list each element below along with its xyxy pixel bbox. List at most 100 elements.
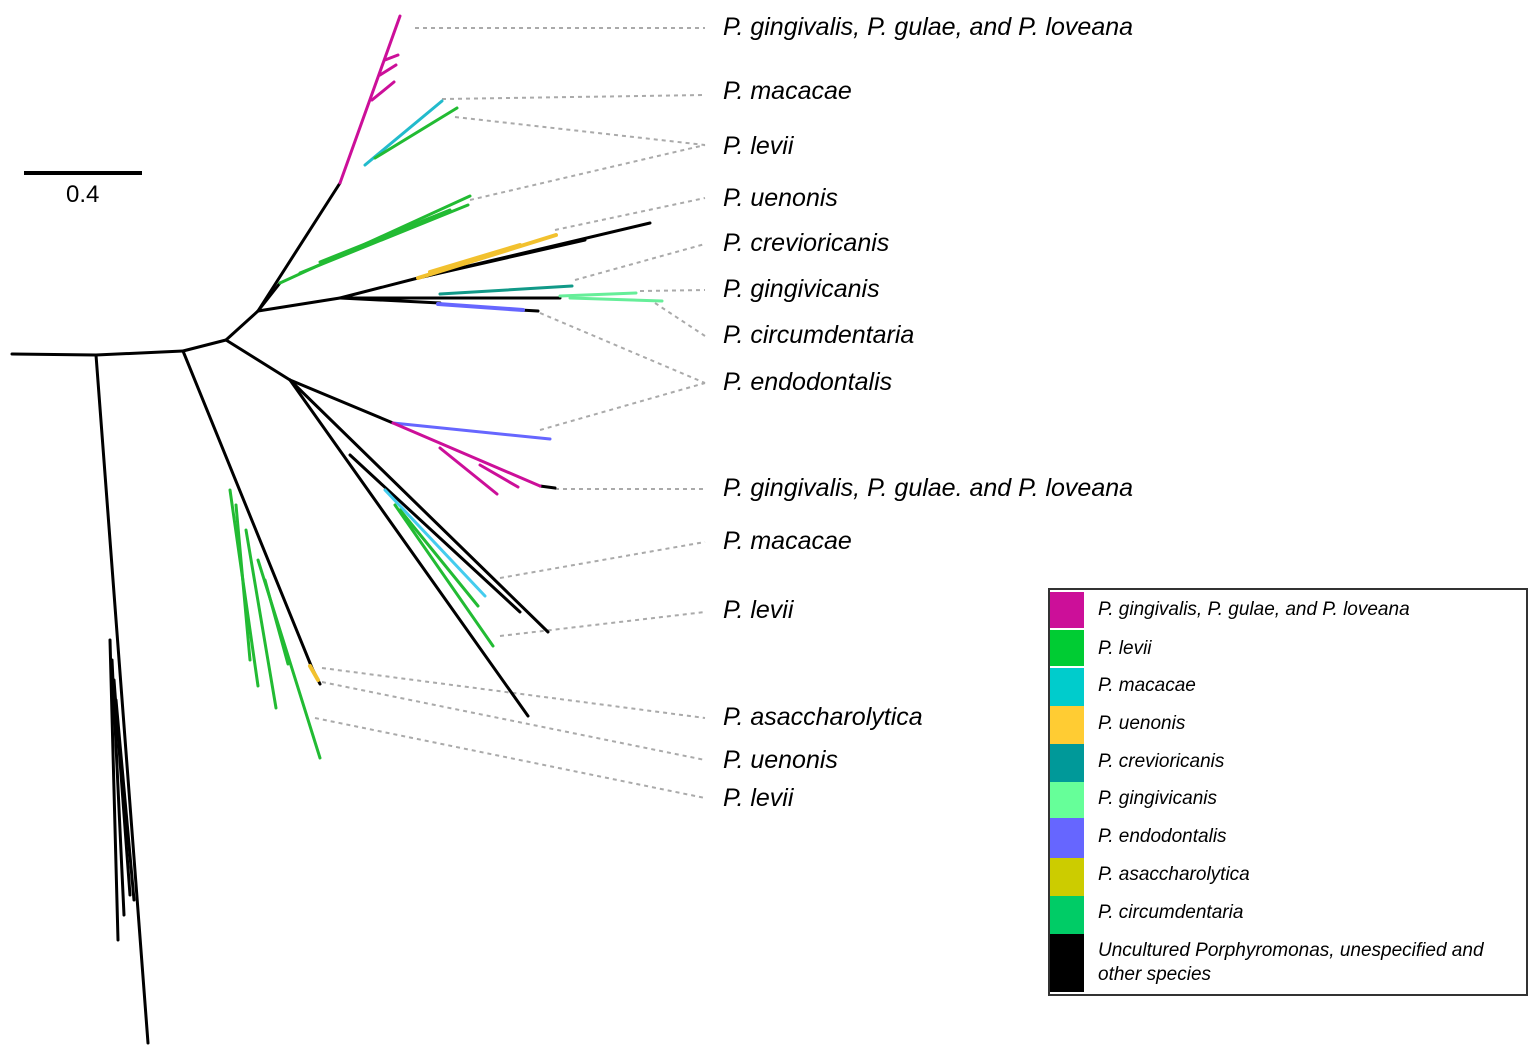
tip-label: P. gingivalis, P. gulae, and P. loveana bbox=[723, 13, 1134, 41]
leader-line bbox=[469, 144, 706, 201]
gingivicanis-clade bbox=[558, 291, 664, 303]
legend-label: P. gingivicanis bbox=[1098, 788, 1218, 809]
branch bbox=[416, 238, 587, 280]
legend-label: P. levii bbox=[1098, 638, 1152, 659]
levii-clade-bottom bbox=[393, 503, 495, 648]
endodontalis-branch-top bbox=[436, 302, 525, 312]
legend-swatch bbox=[1050, 592, 1084, 628]
branch bbox=[348, 453, 522, 614]
branch bbox=[94, 349, 185, 357]
branch bbox=[10, 352, 98, 357]
tip-label: P. uenonis bbox=[723, 746, 838, 774]
macacae-branch-top bbox=[363, 99, 444, 167]
leader-line bbox=[454, 116, 706, 146]
branch bbox=[373, 106, 459, 160]
levii-clade-top bbox=[278, 106, 472, 285]
branch bbox=[256, 281, 282, 313]
branch bbox=[558, 291, 638, 298]
leader-line bbox=[499, 541, 706, 579]
branch bbox=[383, 53, 400, 62]
leader-line bbox=[499, 611, 706, 637]
leader-lines bbox=[314, 27, 706, 799]
legend-swatch bbox=[1050, 782, 1084, 818]
legend-swatch bbox=[1050, 858, 1084, 896]
branch bbox=[234, 503, 252, 662]
branch bbox=[568, 296, 664, 303]
branch bbox=[110, 658, 126, 917]
crevioricanis-branch bbox=[438, 284, 574, 296]
backbone-branches bbox=[10, 181, 652, 1045]
branch bbox=[288, 378, 550, 634]
tip-label: P. levii bbox=[723, 784, 794, 812]
tip-label: P. circumdentaria bbox=[723, 321, 915, 349]
leader-line bbox=[321, 681, 706, 761]
branch bbox=[181, 349, 314, 670]
legend: P. gingivalis, P. gulae, and P. loveana … bbox=[1048, 588, 1528, 996]
branch bbox=[370, 80, 396, 102]
branch bbox=[288, 378, 395, 425]
branch bbox=[391, 421, 542, 488]
legend-swatch bbox=[1050, 668, 1084, 706]
legend-label: P. circumdentaria bbox=[1098, 902, 1244, 923]
gingivalis-clade-bottom bbox=[391, 421, 542, 496]
branch bbox=[298, 203, 470, 275]
leader-line bbox=[574, 243, 706, 281]
uenonis-clade-top bbox=[416, 233, 558, 280]
branch bbox=[263, 578, 290, 666]
leader-line bbox=[539, 382, 706, 431]
leader-line bbox=[441, 94, 706, 100]
endodontalis-branch-bottom bbox=[391, 421, 552, 441]
legend-label: P. uenonis bbox=[1098, 713, 1186, 734]
branch bbox=[338, 296, 442, 305]
branch bbox=[108, 638, 120, 942]
legend-label: P. gingivalis, P. gulae, and P. loveana bbox=[1098, 599, 1410, 620]
gingivalis-clade-top bbox=[338, 14, 402, 185]
branch bbox=[224, 309, 260, 342]
tip-label: P. uenonis bbox=[723, 184, 838, 212]
branch bbox=[478, 463, 520, 489]
leader-line bbox=[539, 312, 706, 384]
legend-swatch bbox=[1050, 744, 1084, 782]
tip-label: P. macacae bbox=[723, 527, 852, 555]
leader-line bbox=[314, 717, 706, 799]
branch bbox=[338, 276, 420, 300]
legend-swatch bbox=[1050, 818, 1084, 858]
branch bbox=[256, 181, 342, 313]
tip-label: P. gingivalis, P. gulae. and P. loveana bbox=[723, 474, 1134, 502]
levii-clade-lower bbox=[228, 488, 322, 760]
tip-label: P. gingivicanis bbox=[723, 275, 880, 303]
legend-label: P. crevioricanis bbox=[1098, 751, 1225, 772]
legend-swatch bbox=[1050, 896, 1084, 934]
branch bbox=[338, 14, 402, 185]
branch bbox=[398, 508, 480, 608]
tip-label: P. levii bbox=[723, 596, 794, 624]
branch bbox=[256, 296, 342, 313]
scale-bar-label: 0.4 bbox=[66, 181, 100, 208]
tip-label: P. endodontalis bbox=[723, 368, 893, 396]
branch bbox=[318, 208, 452, 264]
tip-label: P. macacae bbox=[723, 77, 852, 105]
macacae-branch-bottom bbox=[383, 488, 487, 598]
branch bbox=[244, 528, 278, 710]
branch bbox=[378, 63, 398, 77]
branch bbox=[393, 503, 495, 648]
legend-label: P. asaccharolytica bbox=[1098, 864, 1250, 885]
branch bbox=[114, 698, 136, 902]
tip-label: P. asaccharolytica bbox=[723, 703, 923, 731]
tip-label: P. crevioricanis bbox=[723, 229, 890, 257]
branch bbox=[181, 338, 228, 353]
leader-line bbox=[639, 289, 706, 292]
leader-line bbox=[554, 197, 706, 231]
branch bbox=[288, 378, 530, 718]
legend-swatch bbox=[1050, 630, 1084, 666]
uenonis-branch-bottom bbox=[308, 664, 320, 682]
legend-label: Uncultured Porphyromonas, unespecified a… bbox=[1098, 940, 1484, 985]
legend-label: P. endodontalis bbox=[1098, 826, 1227, 847]
branch bbox=[438, 446, 499, 496]
legend-swatch bbox=[1050, 706, 1084, 744]
branch bbox=[94, 353, 150, 1045]
leader-line bbox=[654, 302, 706, 337]
tip-label: P. levii bbox=[723, 132, 794, 160]
branch bbox=[538, 484, 557, 490]
